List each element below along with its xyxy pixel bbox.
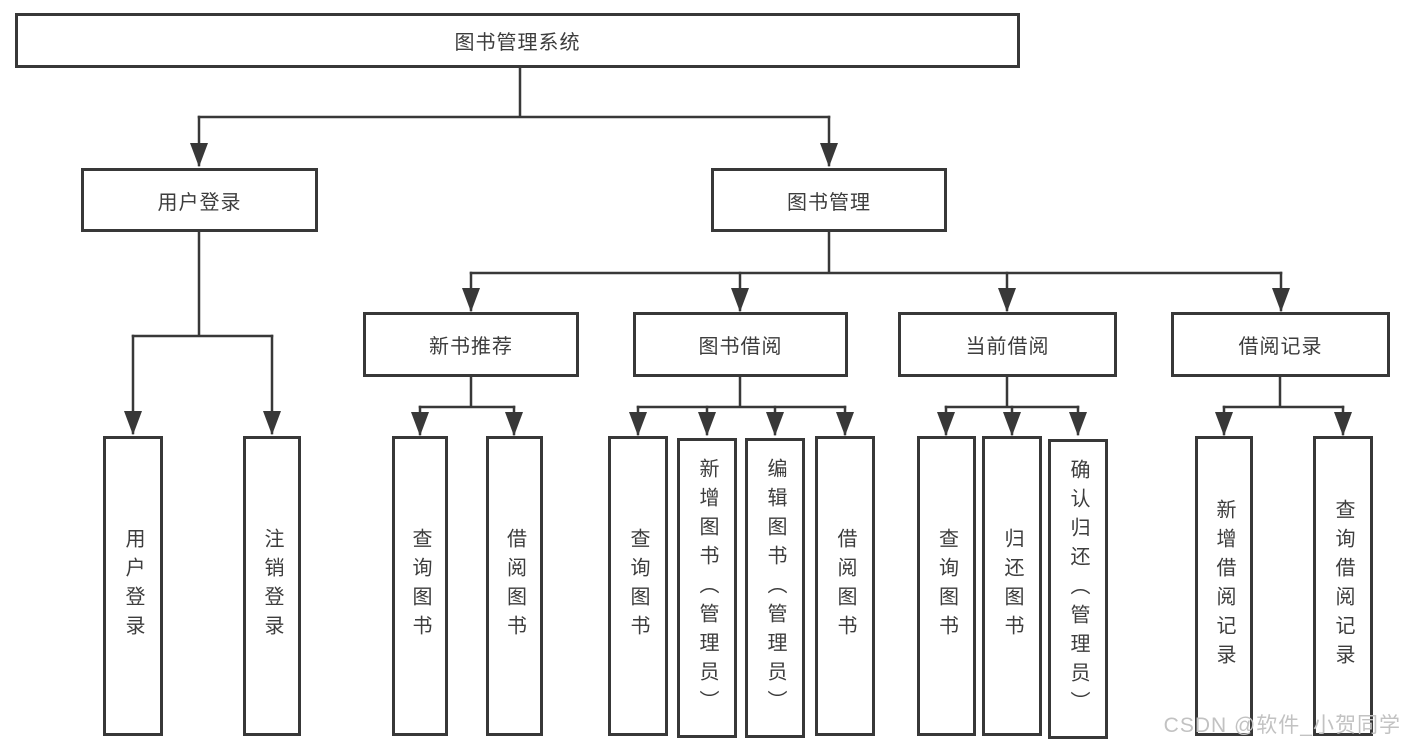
node-user-login-label: 用户登录: [157, 191, 242, 214]
node-leaf-logout-label: 注销登录: [261, 528, 283, 644]
node-current-borrowing-label: 当前借阅: [965, 336, 1050, 358]
node-leaf-nb-query-books-label: 查询图书: [409, 528, 431, 644]
node-leaf-cb-confirm-return-admin-label: 确认归还（管理员）: [1067, 458, 1089, 720]
node-leaf-cb-return-books-label: 归还图书: [1001, 528, 1023, 644]
node-leaf-cb-query-books: 查询图书: [917, 436, 976, 736]
node-book-management: 图书管理: [711, 168, 947, 232]
node-leaf-br-query-record-label: 查询借阅记录: [1332, 499, 1354, 673]
node-leaf-br-query-record: 查询借阅记录: [1313, 436, 1373, 736]
node-root: 图书管理系统: [15, 13, 1020, 68]
node-borrowing-records: 借阅记录: [1171, 312, 1390, 377]
node-leaf-bb-borrow-books: 借阅图书: [815, 436, 875, 736]
node-leaf-nb-borrow-books-label: 借阅图书: [503, 528, 526, 644]
node-leaf-br-add-record: 新增借阅记录: [1195, 436, 1253, 736]
node-borrowing-records-label: 借阅记录: [1238, 336, 1323, 358]
node-book-borrowing: 图书借阅: [633, 312, 848, 377]
node-leaf-user-login: 用户登录: [103, 436, 163, 736]
node-current-borrowing: 当前借阅: [898, 312, 1117, 377]
node-user-login: 用户登录: [81, 168, 318, 232]
node-book-borrowing-label: 图书借阅: [698, 336, 783, 358]
node-root-label: 图书管理系统: [454, 32, 581, 54]
node-leaf-bb-add-books-admin-label: 新增图书（管理员）: [696, 457, 718, 719]
node-leaf-bb-query-books: 查询图书: [608, 436, 668, 736]
node-book-management-label: 图书管理: [787, 191, 871, 214]
node-leaf-nb-query-books: 查询图书: [392, 436, 448, 736]
node-leaf-bb-edit-books-admin: 编辑图书（管理员）: [745, 438, 805, 738]
node-leaf-user-login-label: 用户登录: [122, 528, 144, 644]
node-leaf-cb-confirm-return-admin: 确认归还（管理员）: [1048, 439, 1108, 739]
node-leaf-cb-return-books: 归还图书: [982, 436, 1042, 736]
node-new-book-recommend: 新书推荐: [363, 312, 579, 377]
node-leaf-cb-query-books-label: 查询图书: [935, 528, 958, 644]
node-leaf-bb-query-books-label: 查询图书: [627, 528, 649, 644]
node-leaf-br-add-record-label: 新增借阅记录: [1213, 499, 1235, 673]
node-leaf-bb-add-books-admin: 新增图书（管理员）: [677, 438, 737, 738]
node-leaf-bb-edit-books-admin-label: 编辑图书（管理员）: [764, 457, 786, 719]
node-new-book-recommend-label: 新书推荐: [429, 336, 513, 358]
csdn-watermark: CSDN @软件_小贺同学: [1163, 714, 1401, 737]
node-leaf-nb-borrow-books: 借阅图书: [486, 436, 543, 736]
node-leaf-logout: 注销登录: [243, 436, 301, 736]
node-leaf-bb-borrow-books-label: 借阅图书: [834, 528, 856, 644]
